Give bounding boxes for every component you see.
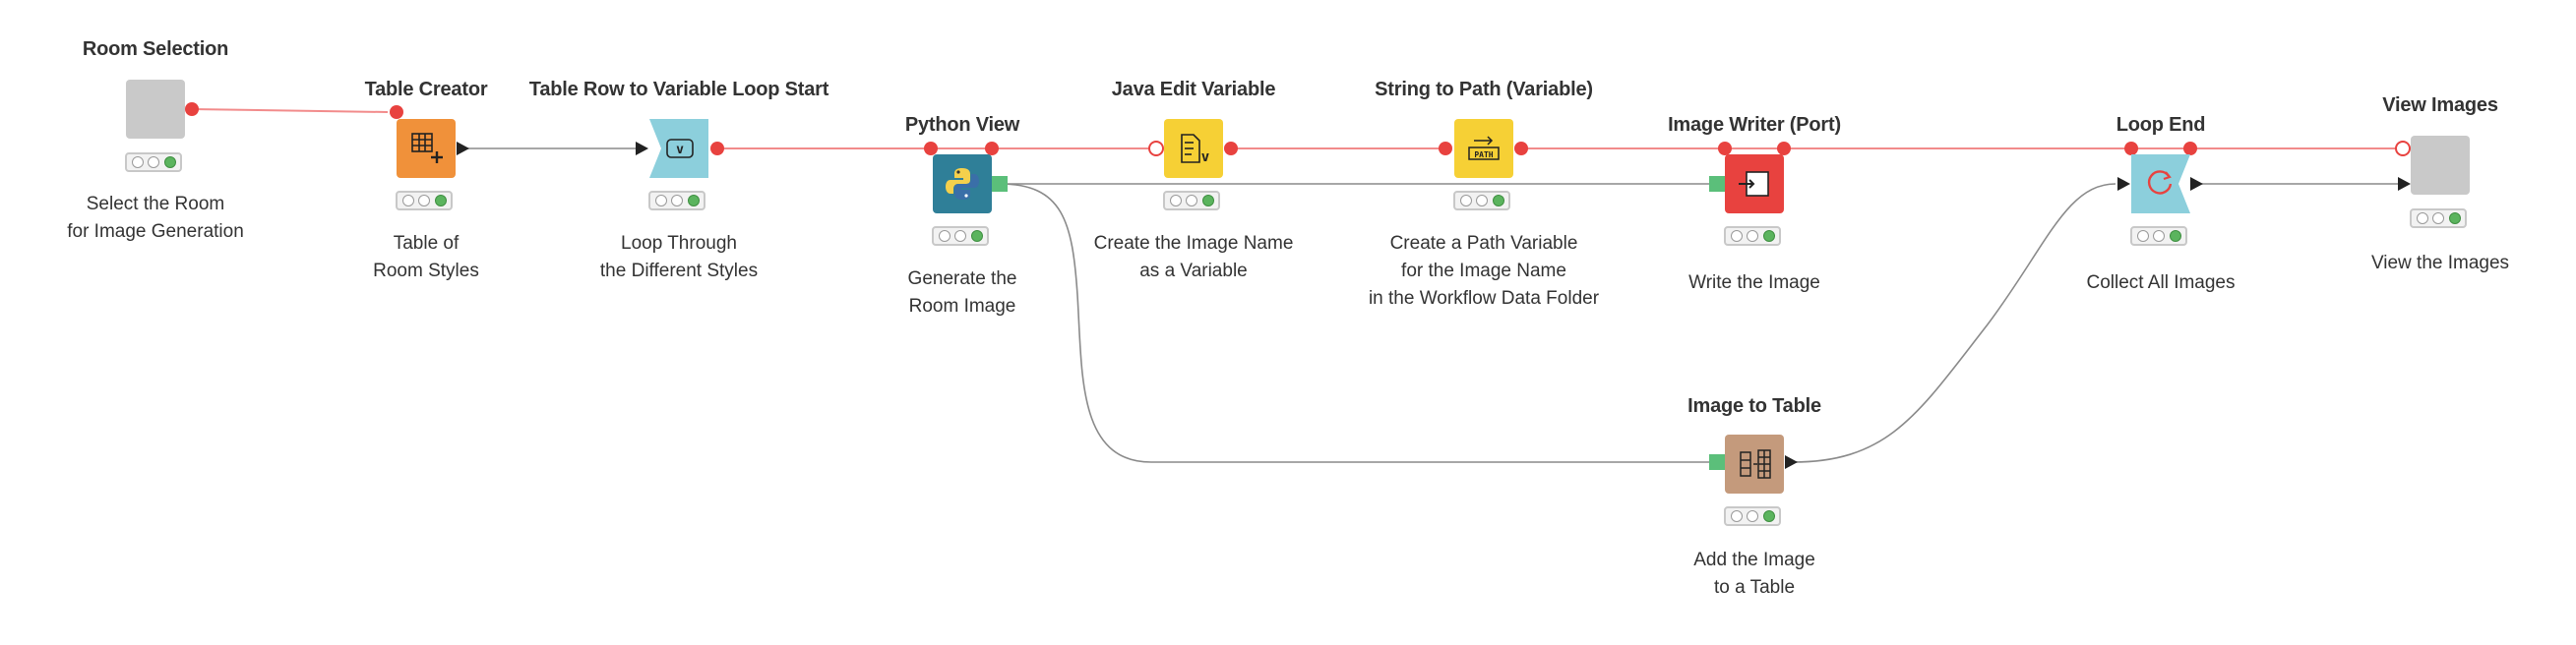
node-desc-loop-end: Collect All Images — [2086, 272, 2236, 293]
node-title-loop-end: Loop End — [2116, 114, 2206, 136]
variable-port-11 — [2183, 142, 2197, 155]
status-view-images — [2410, 208, 2467, 228]
data-port-3 — [2117, 177, 2130, 191]
svg-text:v: v — [1201, 149, 1209, 165]
data-port-4 — [2190, 177, 2203, 191]
image-port-1 — [1709, 176, 1725, 192]
python-icon — [946, 168, 979, 200]
image-port-2 — [1709, 454, 1725, 470]
image-port-0 — [992, 176, 1008, 192]
node-python-view[interactable] — [933, 154, 992, 213]
loop-end-icon — [2131, 154, 2190, 213]
node-view-images[interactable] — [2411, 136, 2470, 195]
variable-port-input-1 — [2395, 141, 2411, 156]
data-port-0 — [457, 142, 469, 155]
data-port-5 — [2398, 177, 2411, 191]
link-python-view-to-image-to-table — [999, 183, 1717, 463]
node-java-edit-variable[interactable]: v — [1164, 119, 1223, 178]
node-title-room-selection: Room Selection — [82, 38, 229, 60]
node-loop-end[interactable] — [2131, 154, 2190, 213]
status-image-writer — [1724, 226, 1781, 246]
table-creator-icon — [411, 133, 443, 163]
status-room-selection — [125, 152, 182, 172]
image-writer-icon — [1739, 171, 1769, 197]
data-port-1 — [636, 142, 648, 155]
node-title-string-to-path: String to Path (Variable) — [1375, 79, 1593, 100]
node-desc-view-images: View the Images — [2370, 253, 2510, 273]
node-title-java-edit-variable: Java Edit Variable — [1111, 79, 1276, 100]
variable-port-input-0 — [1148, 141, 1164, 156]
node-title-image-to-table: Image to Table — [1687, 395, 1821, 417]
node-title-loop-start: Table Row to Variable Loop Start — [528, 79, 829, 100]
status-loop-end — [2130, 226, 2187, 246]
node-string-to-path[interactable]: PATH — [1454, 119, 1513, 178]
node-title-table-creator: Table Creator — [364, 79, 488, 100]
status-table-creator — [396, 191, 453, 210]
node-title-view-images: View Images — [2382, 94, 2498, 116]
variable-port-10 — [2124, 142, 2138, 155]
variable-port-9 — [1777, 142, 1791, 155]
link-room-selection-to-table-creator — [191, 108, 389, 113]
node-image-to-table[interactable] — [1725, 435, 1784, 494]
status-python-view — [932, 226, 989, 246]
loop-start-icon: v — [649, 119, 708, 178]
node-table-creator[interactable] — [397, 119, 456, 178]
node-title-python-view: Python View — [904, 114, 1020, 136]
node-desc-image-writer: Write the Image — [1688, 272, 1820, 293]
status-loop-start — [648, 191, 705, 210]
status-image-to-table — [1724, 506, 1781, 526]
variable-port-7 — [1514, 142, 1528, 155]
variable-port-0 — [185, 102, 199, 116]
variable-port-3 — [924, 142, 938, 155]
variable-port-4 — [985, 142, 999, 155]
svg-text:v: v — [676, 143, 684, 157]
status-string-to-path — [1453, 191, 1510, 210]
variable-port-6 — [1439, 142, 1452, 155]
node-title-image-writer: Image Writer (Port) — [1668, 114, 1841, 136]
svg-text:PATH: PATH — [1474, 150, 1493, 159]
image-to-table-icon — [1740, 449, 1771, 479]
status-java-edit-variable — [1163, 191, 1220, 210]
path-icon: PATH — [1468, 136, 1500, 160]
variable-port-1 — [390, 105, 403, 119]
variable-port-8 — [1718, 142, 1732, 155]
link-image-to-table-to-loop-end — [1792, 183, 2116, 463]
node-image-writer[interactable] — [1725, 154, 1784, 213]
node-loop-start[interactable]: v — [649, 119, 708, 178]
node-room-selection[interactable] — [126, 80, 185, 139]
data-port-2 — [1785, 455, 1798, 469]
variable-port-2 — [710, 142, 724, 155]
java-variable-icon: v — [1181, 134, 1209, 165]
variable-port-5 — [1224, 142, 1238, 155]
